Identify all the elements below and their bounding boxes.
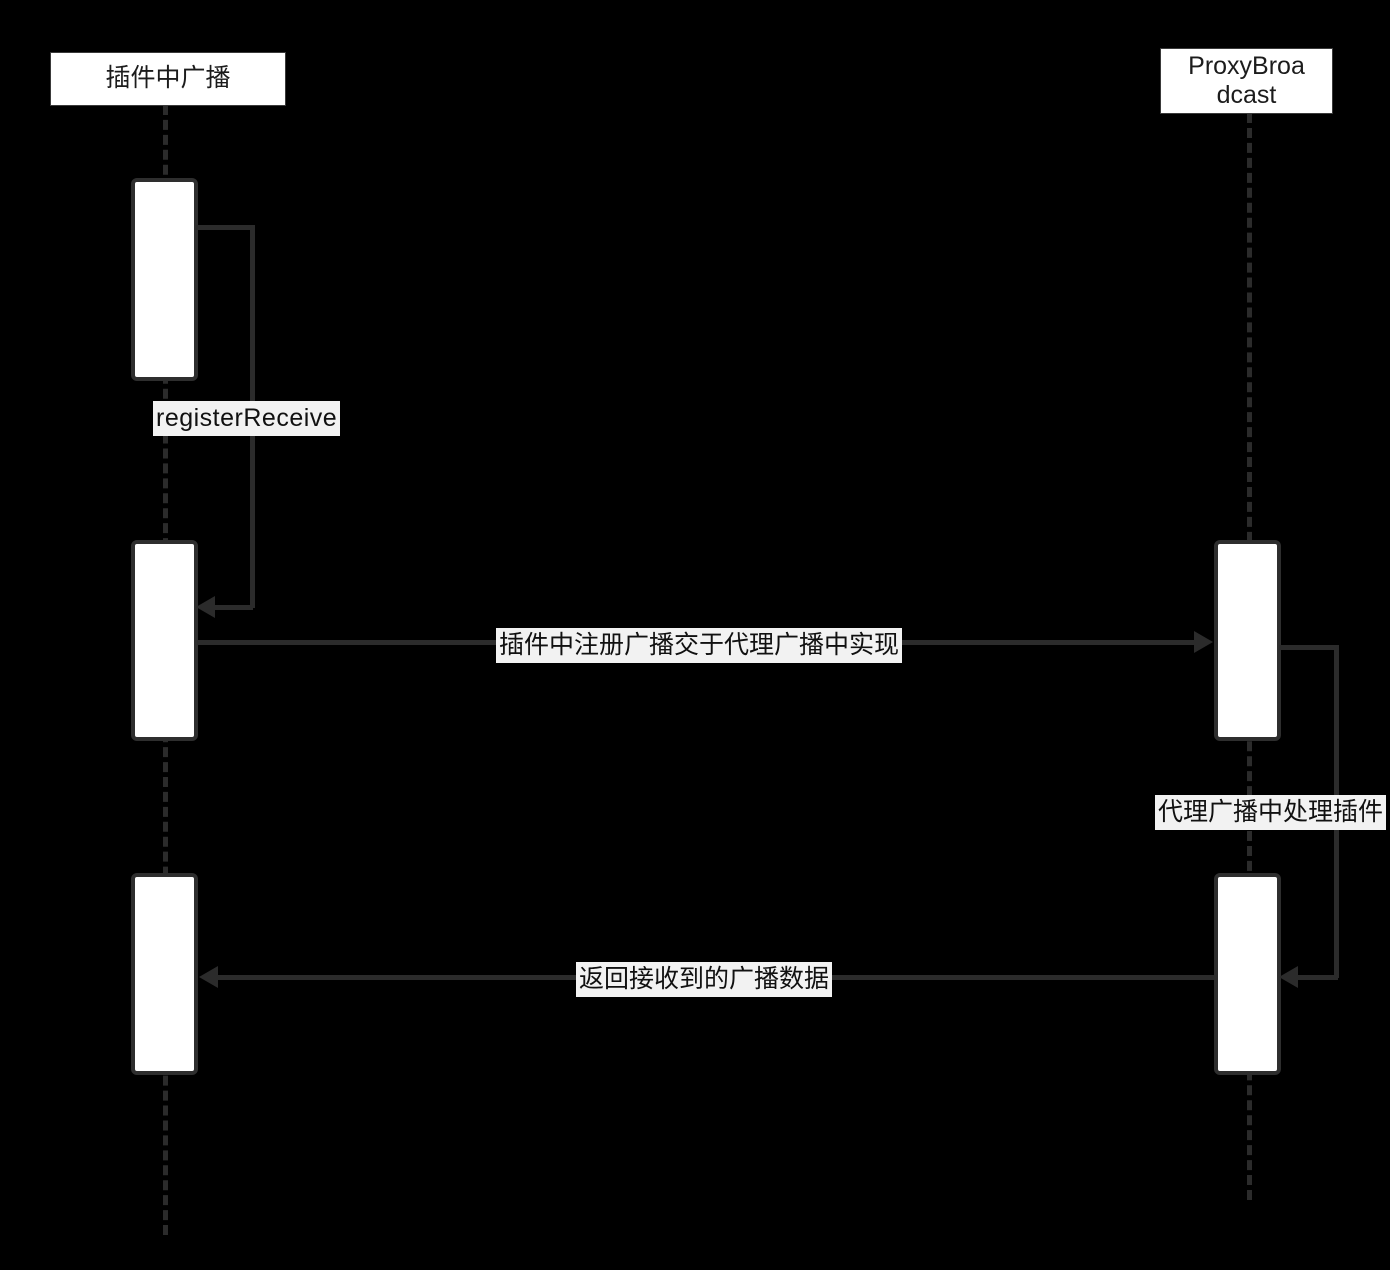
message-3-segment-top — [1279, 645, 1337, 650]
message-3-segment-bottom — [1296, 975, 1338, 980]
message-1-segment-bottom — [213, 605, 253, 610]
message-3-label: 代理广播中处理插件 — [1155, 795, 1387, 831]
message-1-arrowhead — [196, 596, 215, 618]
activation-proxybroadcast-2 — [1214, 873, 1281, 1075]
message-2-label: 插件中注册广播交于代理广播中实现 — [496, 628, 903, 664]
message-4-arrowhead — [199, 966, 218, 988]
activation-proxybroadcast-1 — [1214, 540, 1281, 741]
participant-label-plugin: 插件中广播 — [105, 64, 231, 93]
message-2-arrowhead — [1194, 631, 1213, 653]
message-4-label: 返回接收到的广播数据 — [576, 962, 833, 998]
message-1-label: registerReceive — [153, 401, 341, 437]
activation-plugin-1 — [131, 178, 198, 381]
participant-label-proxybroadcast-line2: dcast — [1216, 81, 1277, 109]
message-1-segment-top — [196, 225, 253, 230]
activation-plugin-3 — [131, 873, 198, 1075]
participant-box-plugin[interactable]: 插件中广播 — [50, 52, 286, 106]
activation-plugin-2 — [131, 540, 198, 741]
participant-label-proxybroadcast-line1: ProxyBroa — [1188, 51, 1305, 80]
participant-box-proxybroadcast[interactable]: ProxyBroa dcast — [1160, 48, 1333, 114]
message-3-arrowhead — [1279, 966, 1298, 988]
